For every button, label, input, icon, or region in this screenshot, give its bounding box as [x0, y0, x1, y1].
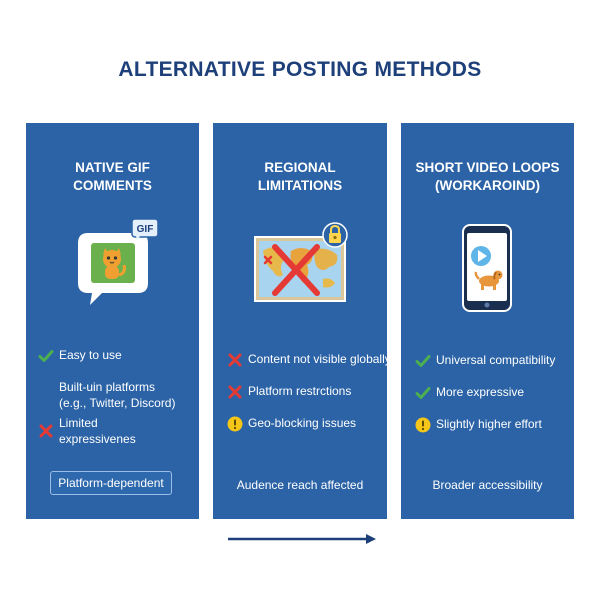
list-item-label: Easy to use	[59, 348, 122, 362]
list-item-label: Universal compatibility	[436, 353, 556, 367]
panel-title: REGIONAL LIMITATIONS	[213, 159, 387, 195]
check-icon	[415, 387, 431, 399]
panel-title-line: NATIVE GIF	[75, 160, 150, 175]
warning-icon	[415, 417, 431, 433]
list-item-label: More expressive	[436, 385, 525, 399]
list-item-label: Limited expressivenes	[59, 415, 136, 447]
panel-footer: Broader accessibility	[432, 478, 543, 492]
list-item-label: Built-uin platforms (e.g., Twitter, Disc…	[59, 379, 175, 411]
blocked-world-map-lock-icon	[254, 222, 348, 302]
gif-badge: GIF	[137, 224, 154, 235]
list-item-label: Content not visible globally	[248, 352, 391, 366]
panel-footer: Audence reach affected	[236, 478, 364, 492]
panel-regional-limitations: REGIONAL LIMITATIONS Content not visible…	[213, 123, 391, 519]
panel-title-line: LIMITATIONS	[257, 178, 343, 193]
warning-icon	[227, 416, 243, 432]
list-item-label: Platform restrctions	[248, 384, 352, 398]
cross-icon	[39, 424, 53, 438]
list-item-line: Built-uin platforms	[59, 380, 156, 394]
panel-title: SHORT VIDEO LOOPS (WORKAROIND)	[401, 159, 574, 195]
list-item-label: Geo-blocking issues	[248, 416, 357, 430]
panel-title-line: (WORKAROIND)	[435, 178, 540, 193]
footer-tag: Platform-dependent	[50, 471, 172, 495]
cross-icon	[228, 385, 242, 399]
panel-title-line: REGIONAL	[264, 160, 336, 175]
list-item-label: Slightly higher effort	[436, 417, 542, 431]
panel-short-video-loops: SHORT VIDEO LOOPS (WORKAROIND) Universal…	[401, 123, 574, 519]
right-arrow-icon	[228, 534, 376, 544]
page-title: ALTERNATIVE POSTING METHODS	[118, 58, 482, 81]
panel-title: NATIVE GIF COMMENTS	[26, 159, 199, 195]
cross-icon	[228, 353, 242, 367]
check-icon	[38, 350, 54, 362]
panel-native-gif-comments: NATIVE GIF COMMENTS GIF Easy to use Buil…	[26, 123, 199, 519]
check-icon	[415, 355, 431, 367]
panel-title-line: SHORT VIDEO LOOPS	[415, 160, 560, 175]
panel-title-line: COMMENTS	[73, 178, 152, 193]
list-item-line: (e.g., Twitter, Discord)	[59, 396, 176, 410]
phone-video-dog-icon	[462, 224, 512, 312]
chat-bubble-gif-cat-icon: GIF	[78, 218, 159, 305]
list-item-line: expressivenes	[59, 432, 136, 446]
list-item-line: Limited	[59, 416, 98, 430]
